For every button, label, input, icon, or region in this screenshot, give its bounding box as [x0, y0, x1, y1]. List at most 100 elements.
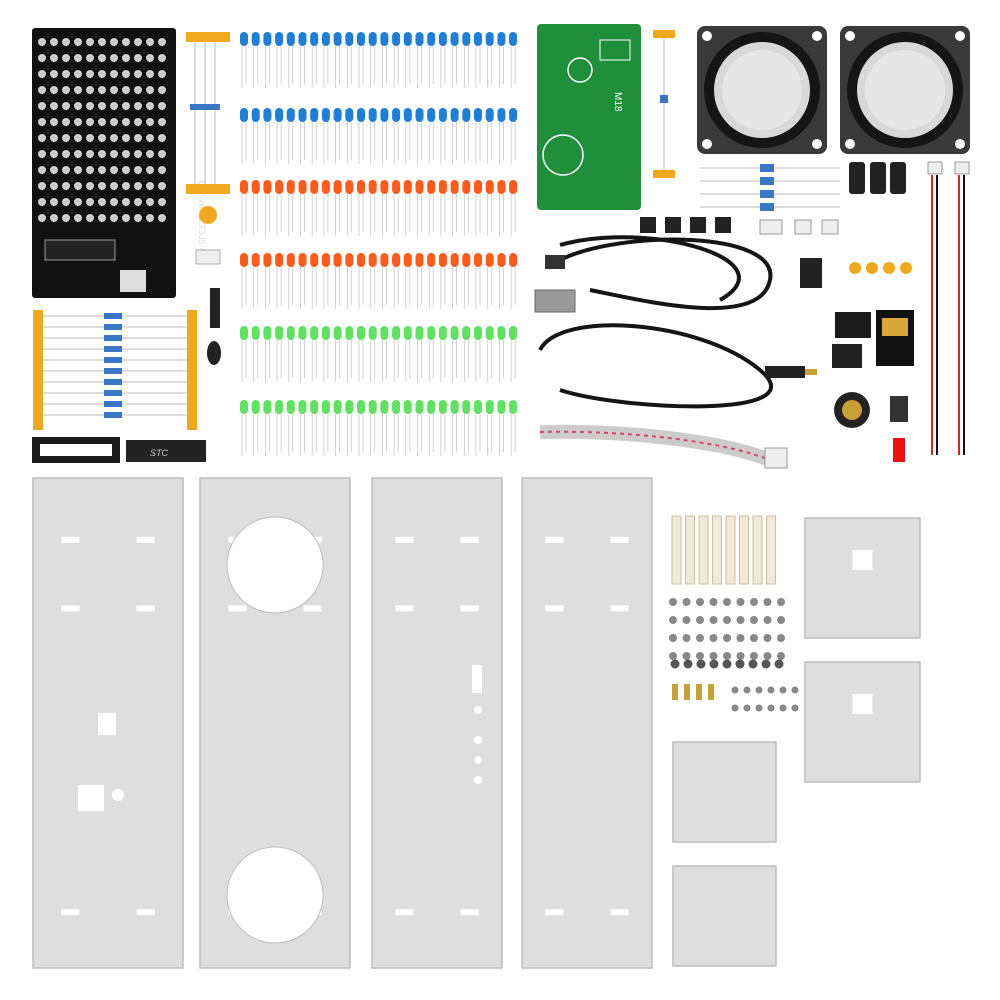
pcb-pad: [98, 70, 106, 78]
acrylic-panel: [371, 477, 503, 969]
resistor-icon: [104, 368, 122, 374]
resistor-icon: [104, 379, 122, 385]
led-icon: [263, 326, 272, 340]
pcb-pad: [74, 70, 82, 78]
pcb-pad: [146, 70, 154, 78]
led-icon: [286, 326, 295, 340]
led-icon: [462, 400, 471, 414]
led-icon: [251, 32, 260, 46]
led-icon: [403, 400, 412, 414]
led-icon: [286, 32, 295, 46]
audio-cable-icon: [538, 323, 817, 409]
pcb-pad: [158, 198, 166, 206]
pcb-pad: [110, 166, 118, 174]
pcb-pad: [158, 86, 166, 94]
led-icon: [251, 326, 260, 340]
brass-standoff: [696, 684, 702, 700]
pcb-pad: [122, 70, 130, 78]
pcb-pad: [158, 182, 166, 190]
resistor-icon: [700, 164, 840, 211]
acrylic-panel: [521, 477, 653, 969]
acrylic-side-panel: [804, 661, 921, 783]
pcb-pad: [146, 182, 154, 190]
acrylic-side-panel: [672, 741, 777, 843]
led-icon: [263, 32, 272, 46]
led-icon: [321, 32, 330, 46]
pcb-pad: [50, 118, 58, 126]
led-icon: [485, 400, 494, 414]
led-icon: [357, 400, 365, 414]
resistor-icon: [104, 346, 122, 352]
led-icon: [415, 253, 424, 267]
screw: [723, 616, 731, 624]
nut: [709, 659, 719, 669]
screw: [723, 652, 731, 660]
led-icon: [321, 326, 330, 340]
led-icon: [485, 326, 494, 340]
led-icon: [368, 326, 377, 340]
led-icon: [368, 108, 377, 122]
led-icon: [497, 32, 506, 46]
pcb-pad: [98, 198, 106, 206]
pcb-pad: [38, 134, 46, 142]
screw: [736, 634, 745, 642]
led-icon: [275, 400, 284, 414]
pcb-pad: [86, 182, 94, 190]
pcb-pad: [146, 166, 154, 174]
pcb-pad: [158, 118, 166, 126]
pcb-pad: [62, 182, 70, 190]
led-icon: [497, 108, 506, 122]
led-icon: [240, 253, 248, 267]
pcb-pad: [74, 182, 82, 190]
led-icon: [403, 253, 412, 267]
led-icon: [251, 400, 260, 414]
pcb-pad: [86, 214, 94, 222]
pcb-pad: [98, 54, 106, 62]
led-icon: [368, 253, 377, 267]
pcb-pad: [110, 134, 118, 142]
pcb-pad: [50, 54, 58, 62]
pcb-pad: [50, 70, 58, 78]
pcb-pad: [122, 54, 130, 62]
led-icon: [286, 108, 295, 122]
resistor-icon: [104, 390, 122, 396]
led-icon: [462, 253, 471, 267]
pcb-pad: [86, 70, 94, 78]
pcb-pad: [74, 134, 82, 142]
screw: [777, 598, 785, 606]
led-icon: [450, 253, 459, 267]
screw: [763, 598, 772, 606]
pcb-pad: [110, 150, 118, 158]
led-icon: [263, 400, 272, 414]
led-icon: [368, 400, 377, 414]
led-icon: [333, 32, 342, 46]
led-icon: [450, 108, 459, 122]
screw: [696, 634, 704, 642]
led-icon: [286, 400, 295, 414]
led-icon: [392, 253, 401, 267]
led-icon: [438, 108, 447, 122]
led-icon: [427, 326, 436, 340]
led-icon: [450, 180, 459, 194]
pcb-pad: [50, 198, 58, 206]
led-icon: [357, 180, 365, 194]
led-icon: [321, 108, 330, 122]
led-icon: [392, 108, 401, 122]
led-icon: [450, 400, 459, 414]
led-icon: [345, 326, 354, 340]
screw: [696, 598, 704, 606]
pcb-pad: [62, 38, 70, 46]
led-icon: [333, 180, 342, 194]
led-icon: [427, 400, 436, 414]
led-icon: [485, 253, 494, 267]
screw: [777, 652, 785, 660]
led-icon: [310, 400, 319, 414]
screw: [696, 652, 704, 660]
pcb-pad: [110, 214, 118, 222]
pcb-pad: [98, 166, 106, 174]
pcb-pad: [50, 38, 58, 46]
pcb-pad: [134, 38, 142, 46]
screw: [682, 616, 691, 624]
pcb-pad: [38, 102, 46, 110]
